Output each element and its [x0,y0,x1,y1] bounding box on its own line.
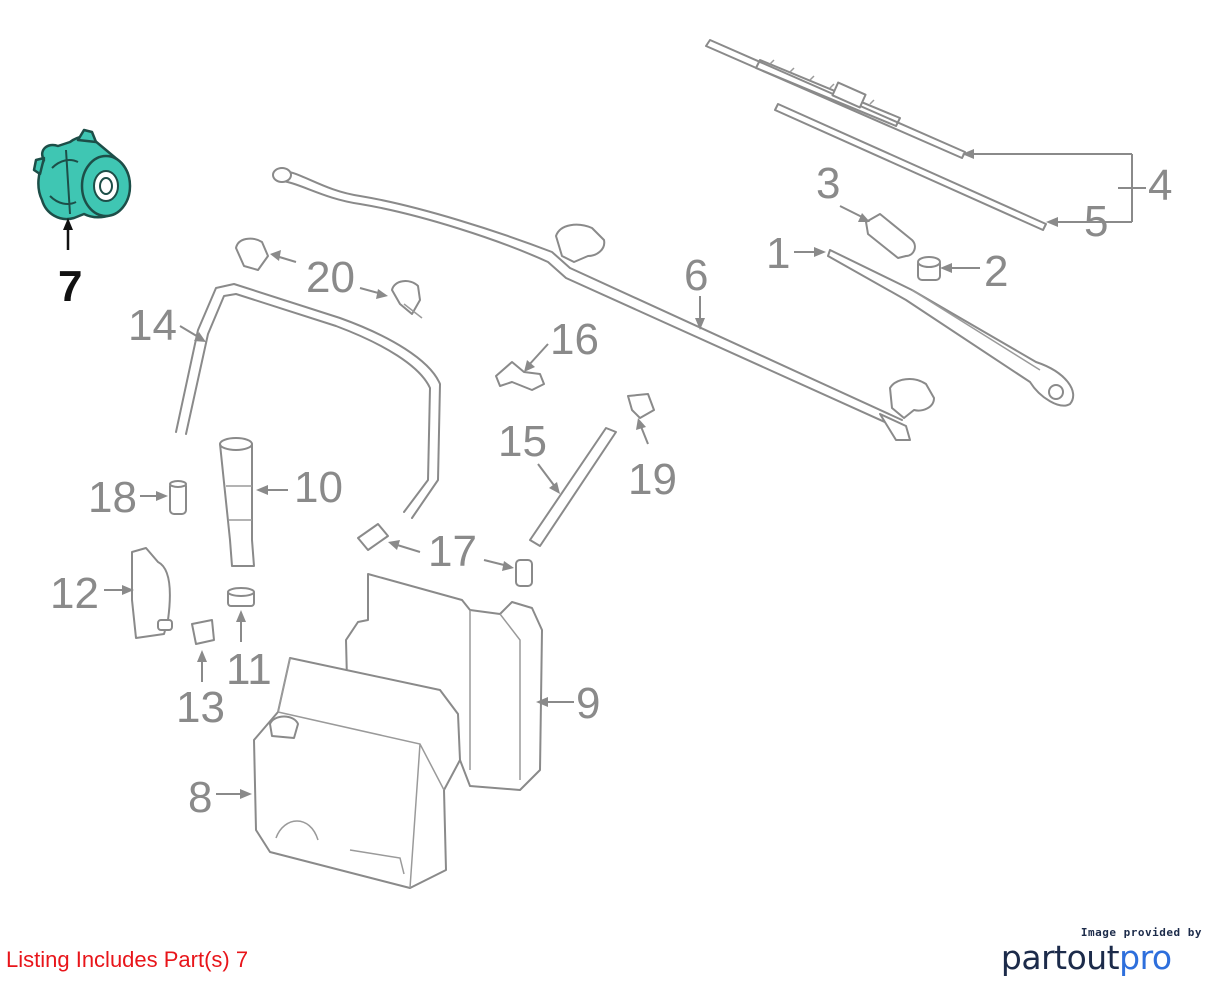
arrowhead-8 [240,789,252,799]
arrowhead-11 [236,610,246,622]
part-19-clip[interactable] [627,393,655,419]
arrowhead-2 [940,263,952,273]
arrow-3 [839,205,865,219]
arrowhead-7 [63,218,73,230]
callout-14[interactable]: 14 [128,301,177,350]
callout-17[interactable]: 17 [428,527,477,576]
callout-16[interactable]: 16 [550,315,599,364]
arrowhead-19 [636,418,646,430]
callout-9[interactable]: 9 [576,679,600,728]
credit-caption: Image provided by [1080,926,1202,939]
partoutpro-logo: partoutpro [1001,939,1202,977]
arrowhead-17a [388,540,400,550]
part-18-grommet[interactable] [169,480,187,515]
part-11-seal[interactable] [227,587,255,607]
part-16-connector[interactable] [495,361,545,391]
callout-12[interactable]: 12 [50,569,99,618]
callout-3[interactable]: 3 [816,159,840,208]
arrowhead-20a [270,250,281,261]
arrowhead-6 [695,318,705,330]
part-10-filler-neck[interactable] [219,437,255,567]
arrowhead-1 [814,247,826,257]
arrowhead-13 [197,650,207,662]
brand-part2: pro [1119,938,1172,977]
part-13-clip[interactable] [191,619,215,645]
callout-1[interactable]: 1 [766,229,790,278]
image-credit: Image provided by partoutpro [1001,926,1202,977]
callout-10[interactable]: 10 [294,463,343,512]
part-6-washer-hose[interactable] [272,167,935,441]
arrowhead-4 [962,149,974,159]
callout-19[interactable]: 19 [628,455,677,504]
brand-part1: partout [1000,938,1120,977]
part-5-wiper-refill[interactable] [774,103,1047,231]
arrowhead-9 [536,697,548,707]
part-1-wiper-arm[interactable] [827,249,1075,407]
arrowhead-18 [156,491,168,501]
part-2-arm-nut[interactable] [917,256,941,281]
arrowhead-10 [256,485,268,495]
arrowhead-17b [502,561,514,571]
callout-4[interactable]: 4 [1148,161,1172,210]
part-20-nozzle-clip[interactable] [235,237,423,319]
callout-8[interactable]: 8 [188,773,212,822]
listing-includes-note: Listing Includes Part(s) 7 [6,947,249,972]
arrowhead-12 [122,585,134,595]
arrow-16 [527,343,549,367]
arrow-14 [179,325,201,339]
arrowhead-20b [376,289,388,299]
part-12-washer-pump[interactable] [131,547,173,639]
part-17-fitting[interactable] [357,523,533,587]
callout-2[interactable]: 2 [984,247,1008,296]
callout-20[interactable]: 20 [306,253,355,302]
callout-13[interactable]: 13 [176,683,225,732]
arrow-15 [537,463,557,489]
arrowhead-15 [549,482,560,494]
part-7-washer-pump[interactable] [32,128,132,221]
part-3-arm-cap[interactable] [865,213,916,259]
arrowhead-14 [194,332,206,342]
part-8-reservoir[interactable] [253,657,461,889]
arrowhead-5 [1046,217,1058,227]
callout-11[interactable]: 11 [226,645,272,694]
arrowhead-3 [858,213,870,222]
callout-15[interactable]: 15 [498,417,547,466]
part-15-hose[interactable] [529,427,617,547]
callout-5[interactable]: 5 [1084,197,1108,246]
part-14-hose[interactable] [175,283,441,519]
callout-7[interactable]: 7 [58,262,82,311]
callout-18[interactable]: 18 [88,473,137,522]
callout-6[interactable]: 6 [684,251,708,300]
part-4-wiper-blade[interactable] [705,39,966,159]
arrowhead-16 [524,360,535,372]
